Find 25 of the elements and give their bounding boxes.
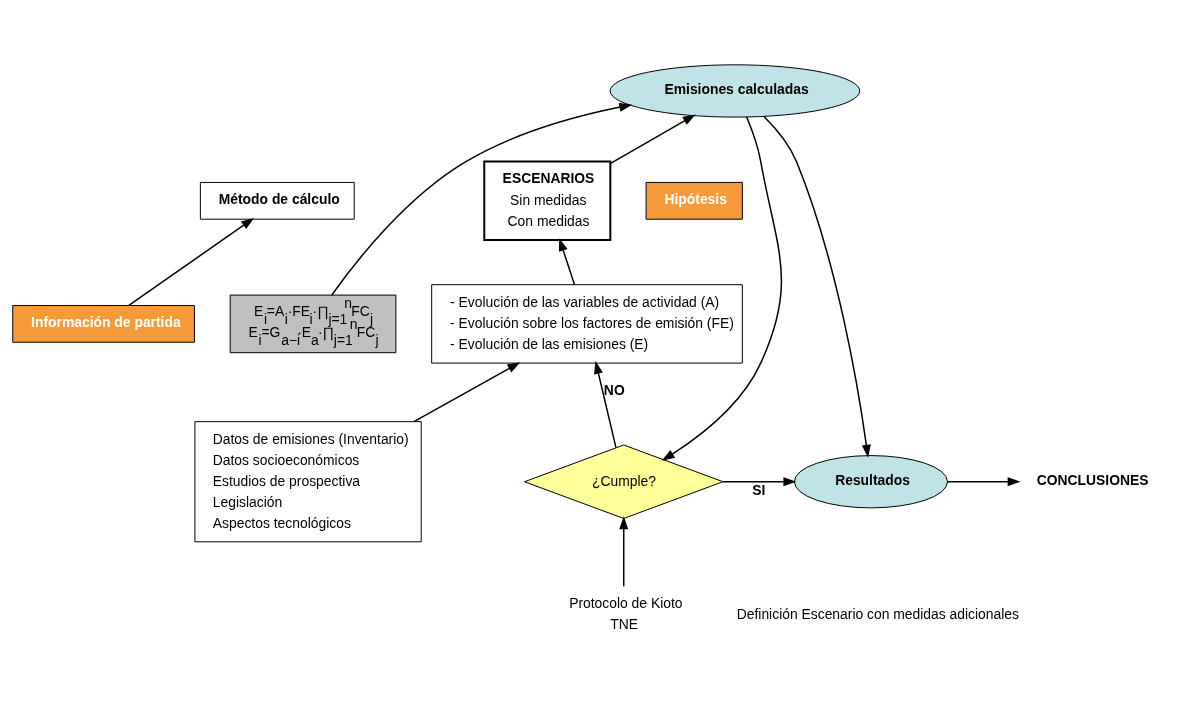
node-box: Información de partida (12, 305, 195, 343)
label: Definición Escenario con medidas adicionales (736, 605, 1020, 622)
arrow (609, 114, 696, 165)
node-box: Método de cálculo (199, 181, 355, 220)
arrow (722, 477, 797, 487)
arrow (558, 238, 576, 286)
node-ellipse: Resultados (793, 455, 948, 509)
node-ellipse: Emisiones calculadas (609, 64, 861, 118)
arrow (594, 360, 617, 449)
arrow (128, 217, 255, 307)
arrow (661, 116, 783, 461)
edge-label: SI (752, 481, 766, 498)
node-text: Protocolo de Kioto TNE (569, 595, 683, 633)
arrow (413, 362, 521, 423)
node-text: CONCLUSIONES (1036, 471, 1149, 488)
arrow (331, 102, 633, 296)
node-box: Hipótesis (645, 181, 743, 220)
node-box: ESCENARIOS Sin medidas Con medidas (483, 160, 612, 241)
node-box: Datos de emisiones (Inventario) Datos socioeconómicos Estudios de prospectiva Legislación Aspectos tecnológicos (194, 421, 422, 543)
arrow (763, 115, 871, 458)
edge-label: NO (603, 382, 625, 399)
node-diamond: ¿Cumple? (523, 444, 724, 519)
arrow (619, 516, 629, 588)
arrow (946, 477, 1021, 487)
node-box: - Evolución de las variables de actividad (A) - Evolución sobre los factores de emisión (FE) - Evolución de las emisiones (E) (431, 284, 743, 364)
